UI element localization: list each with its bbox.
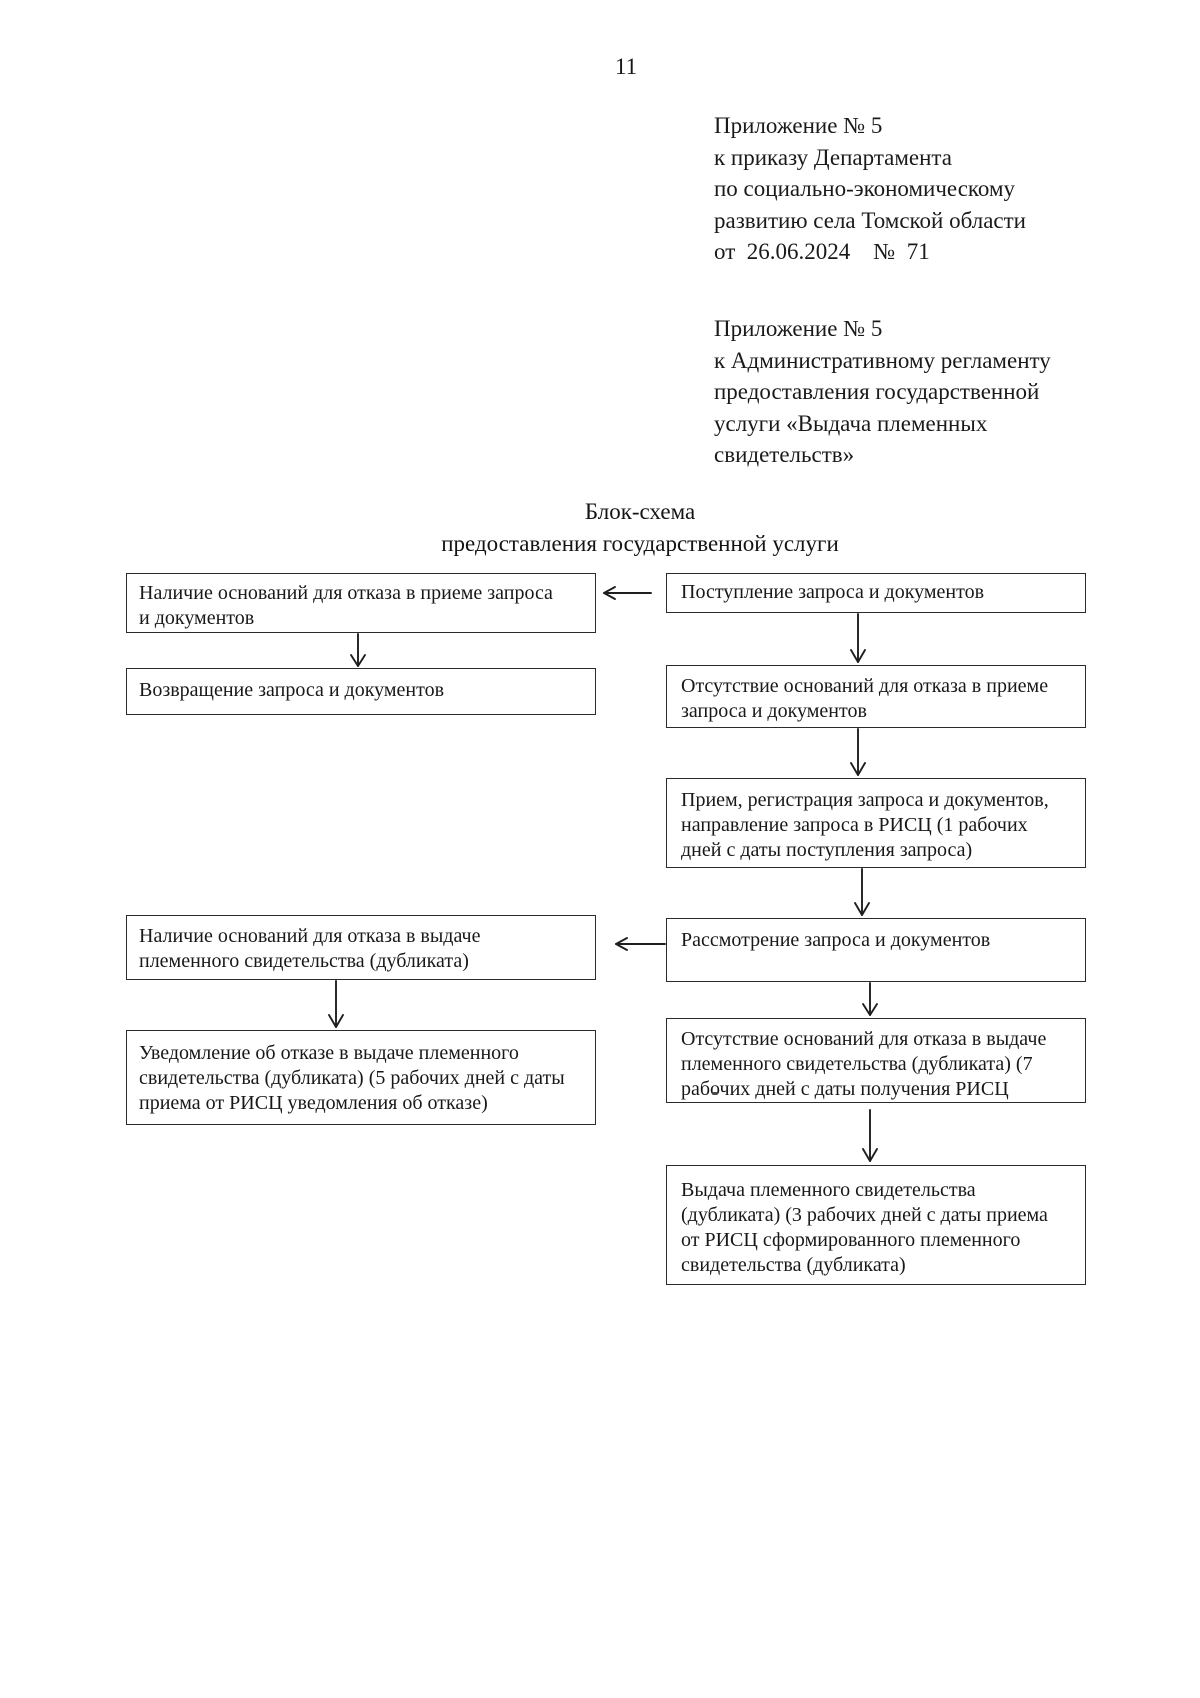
- node-review-of-request: Рассмотрение запроса и документов: [666, 918, 1086, 982]
- arrow-down-no-refusal-grounds-issue-to-issue: [862, 1109, 878, 1162]
- appendix-order-line: к приказу Департамента: [714, 144, 952, 170]
- appendix-regulation-line: к Административному регламенту: [714, 347, 1051, 373]
- appendix-regulation-line: предоставления государственной: [714, 379, 1040, 404]
- node-return-of-request: Возвращение запроса и документов: [126, 668, 596, 715]
- diagram-title: Блок-схема предоставления государственно…: [80, 496, 1200, 560]
- appendix-order-line: Приложение № 5: [714, 113, 883, 138]
- arrow-down-no-refusal-grounds-to-registration: [850, 728, 866, 776]
- arrow-down-request-to-no-refusal-grounds: [850, 613, 866, 663]
- node-refusal-grounds-reception: Наличие оснований для отказа в приеме за…: [126, 573, 596, 633]
- page-number: 11: [615, 54, 638, 79]
- appendix-regulation-line: Приложение № 5: [714, 316, 883, 341]
- appendix-order-line: развитию села Томской области: [714, 207, 1026, 233]
- appendix-regulation-block: Приложение № 5 к Административному регла…: [714, 313, 1051, 471]
- node-no-refusal-grounds-reception: Отсутствие оснований для отказа в приеме…: [666, 665, 1086, 728]
- arrow-down-review-to-no-refusal-grounds-issue: [862, 982, 878, 1016]
- node-no-refusal-grounds-issue: Отсутствие оснований для отказа в выдаче…: [666, 1018, 1086, 1103]
- diagram-title-line1: Блок-схема: [584, 499, 696, 524]
- node-refusal-grounds-issue: Наличие оснований для отказа в выдаче пл…: [126, 915, 596, 980]
- arrow-left-request-to-refusal-grounds: [603, 586, 652, 600]
- arrow-down-refusal-grounds-to-return: [350, 633, 366, 667]
- appendix-order-line: по социально-экономическому: [714, 176, 1016, 201]
- appendix-regulation-line: услуги «Выдача племенных: [714, 410, 988, 436]
- node-refusal-notice: Уведомление об отказе в выдаче племенног…: [126, 1030, 596, 1125]
- node-registration-of-request: Прием, регистрация запроса и документов,…: [666, 778, 1086, 868]
- arrow-left-review-to-refusal-grounds-issue: [615, 937, 666, 951]
- arrow-down-refusal-grounds-issue-to-notice: [328, 980, 344, 1028]
- appendix-order-block: Приложение № 5 к приказу Департамента по…: [714, 110, 1026, 268]
- node-issue-certificate: Выдача племенного свидетельства (дублика…: [666, 1165, 1086, 1285]
- node-request-received: Поступление запроса и документов: [666, 573, 1086, 613]
- scan-artifact-dot: [712, 1092, 718, 1095]
- diagram-title-line2: предоставления государственной услуги: [441, 531, 839, 556]
- arrow-down-registration-to-review: [854, 868, 870, 916]
- appendix-order-line: от 26.06.2024 № 71: [714, 239, 930, 264]
- appendix-regulation-line: свидетельств»: [714, 442, 855, 467]
